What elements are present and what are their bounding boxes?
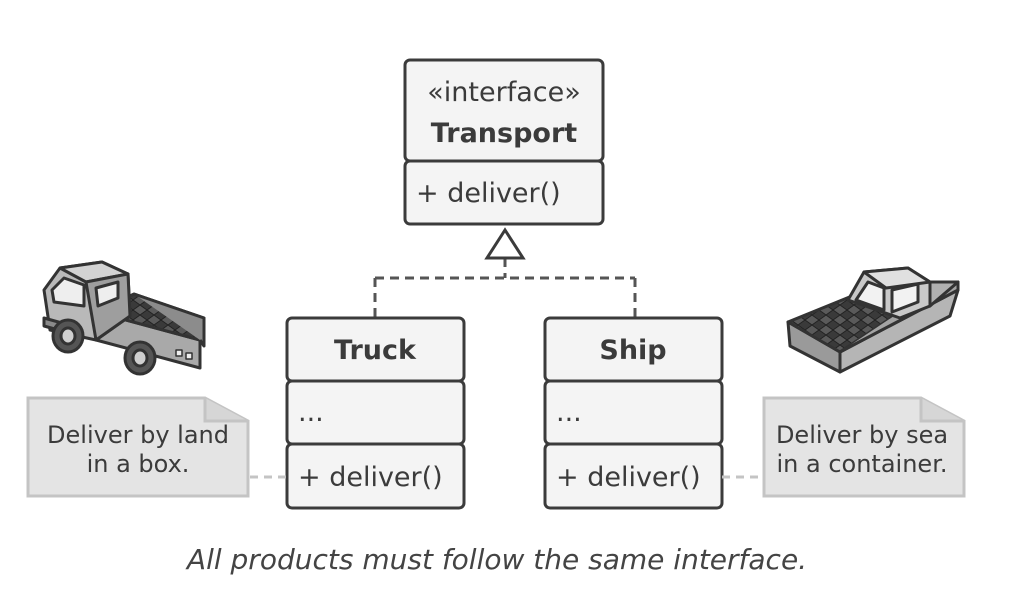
ship-class-name: Ship (599, 335, 666, 366)
ship-note-line2: in a container. (777, 450, 948, 478)
boat-icon (786, 266, 960, 374)
ship-class-box: Ship ... + deliver() (543, 316, 724, 510)
ship-note: Deliver by sea in a container. (762, 396, 966, 498)
truck-icon (42, 260, 206, 376)
transport-interface-box: «interface» Transport + deliver() (403, 58, 605, 226)
interface-name: Transport (431, 118, 577, 149)
ship-class-method: + deliver() (556, 462, 701, 493)
truck-note: Deliver by land in a box. (26, 396, 250, 498)
figure-caption: All products must follow the same interf… (185, 543, 807, 576)
truck-note-line2: in a box. (87, 450, 190, 478)
truck-class-name: Truck (334, 335, 417, 366)
truck-class-box: Truck ... + deliver() (285, 316, 466, 510)
truck-class-method: + deliver() (298, 462, 443, 493)
ship-note-line1: Deliver by sea (776, 421, 948, 449)
inheritance-arrow-icon (484, 227, 526, 260)
interface-stereotype: «interface» (427, 77, 580, 108)
truck-note-line1: Deliver by land (47, 421, 229, 449)
truck-class-fields: ... (298, 397, 324, 428)
ship-class-fields: ... (556, 397, 582, 428)
inheritance-connector (373, 258, 637, 318)
interface-method: + deliver() (416, 178, 561, 209)
